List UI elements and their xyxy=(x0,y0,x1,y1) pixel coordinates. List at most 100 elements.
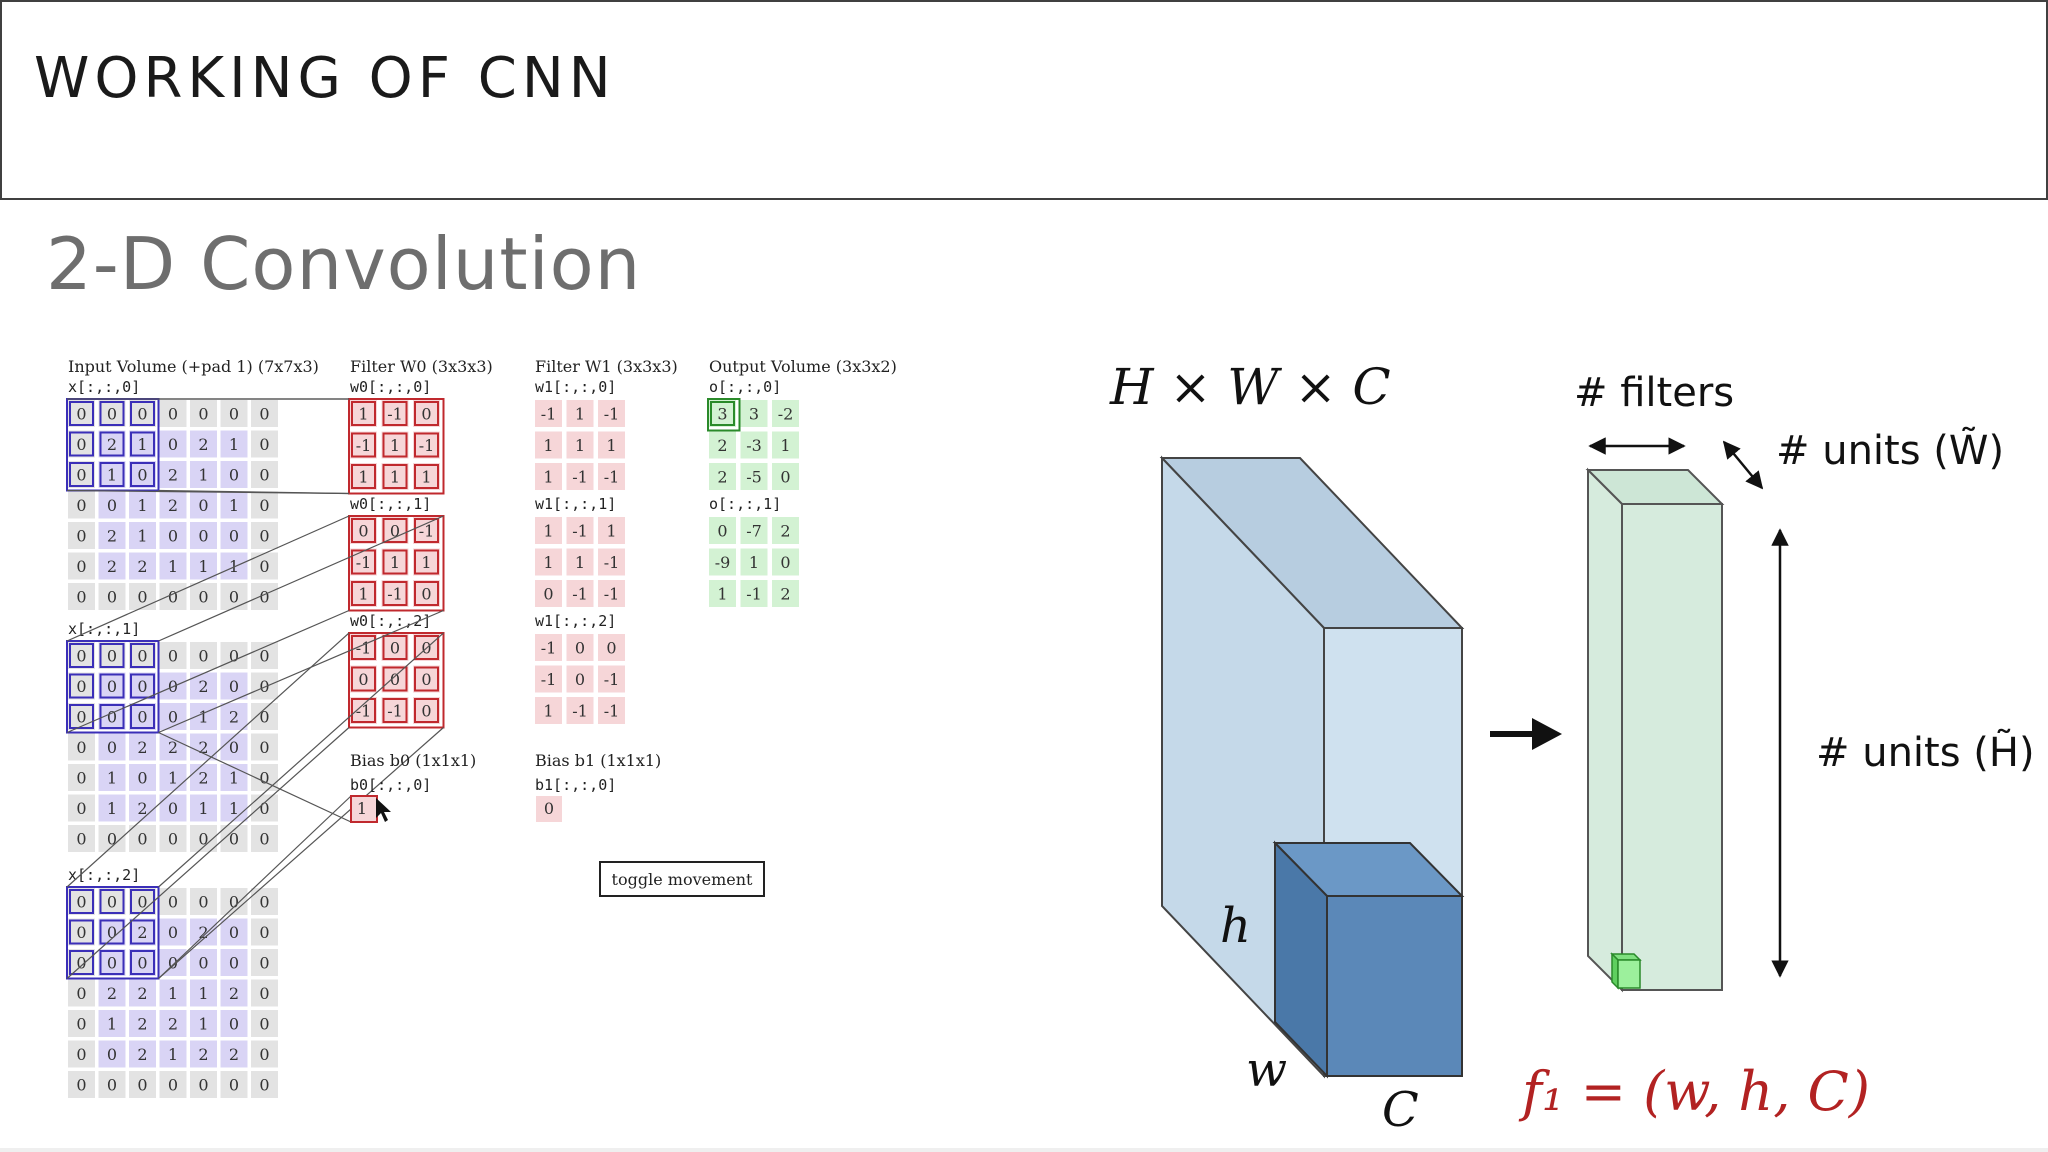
grid-cell-value: 0 xyxy=(76,405,86,424)
grid-cell xyxy=(98,764,126,791)
grid-cell xyxy=(350,463,377,490)
grid-cell xyxy=(413,580,440,607)
grid-cell xyxy=(98,491,126,519)
grid-cell-value: 0 xyxy=(107,923,117,942)
grid-cell xyxy=(68,733,95,761)
grid-cell xyxy=(220,1040,248,1068)
grid-cell xyxy=(535,463,562,490)
bias-b0-name: b0[:,:,0] xyxy=(350,776,431,794)
grid-cell-highlight xyxy=(99,673,125,699)
grid-cell-value: -1 xyxy=(356,553,372,572)
grid-name: w0[:,:,1] xyxy=(350,495,431,513)
grid-cell-highlight xyxy=(99,462,125,487)
grid-cell xyxy=(159,491,187,519)
grid-cell xyxy=(251,794,278,822)
grid-cell-value: 0 xyxy=(259,923,269,942)
grid-cell xyxy=(68,888,95,915)
slide-title-bar: WORKING OF CNN xyxy=(0,0,2048,200)
grid-cell xyxy=(566,697,594,724)
grid-cell xyxy=(98,949,126,976)
grid-cell-value: 0 xyxy=(259,738,269,757)
grid-cell-value: 0 xyxy=(358,522,368,541)
grid-cell xyxy=(413,517,440,544)
connector-line xyxy=(158,727,444,979)
grid-cell-value: 0 xyxy=(76,1015,86,1034)
grid-cell xyxy=(566,400,594,427)
grid-cell xyxy=(740,431,768,459)
grid-cell-value: 1 xyxy=(168,984,178,1003)
grid-cell-highlight xyxy=(69,643,94,668)
grid-cell-value: 1 xyxy=(229,496,239,515)
grid-cell-value: 0 xyxy=(76,557,86,576)
grid-cell xyxy=(381,431,409,459)
grid-cell-value: 2 xyxy=(229,708,239,727)
grid-cell xyxy=(129,979,156,1007)
grid-cell xyxy=(220,672,248,700)
grid-cell-value: 2 xyxy=(137,1015,147,1034)
grid-cell-value: 0 xyxy=(168,588,178,607)
grid-cell-highlight xyxy=(414,401,439,426)
grid-cell xyxy=(413,665,440,693)
grid-cell-value: 0 xyxy=(107,405,117,424)
grid-cell xyxy=(350,580,377,607)
grid-cell-highlight xyxy=(69,462,94,487)
grid-cell xyxy=(220,461,248,488)
grid-cell xyxy=(159,918,187,946)
toggle-movement-button[interactable]: toggle movement xyxy=(599,861,765,897)
grid-cell-value: 0 xyxy=(76,647,86,666)
connector-line xyxy=(66,727,350,979)
grid-cell-value: 0 xyxy=(421,405,431,424)
connector-line xyxy=(66,489,350,495)
grid-cell xyxy=(598,517,625,544)
grid-cell xyxy=(220,552,248,580)
grid-cell-value: 1 xyxy=(198,984,208,1003)
grid-cell xyxy=(566,463,594,490)
bias-b1-value: 0 xyxy=(544,799,554,818)
bias-b1-cell: 0 xyxy=(536,796,562,822)
grid-cell xyxy=(598,400,625,427)
grid-cell-value: 1 xyxy=(717,585,727,604)
grid-cell-value: 1 xyxy=(229,769,239,788)
grid-cell-value: 2 xyxy=(717,468,727,487)
grid-cell-highlight xyxy=(414,464,439,489)
receptive-field-outline xyxy=(348,398,445,495)
grid-cell-value: 0 xyxy=(198,647,208,666)
grid-cell xyxy=(129,430,156,458)
grid-cell-value: 0 xyxy=(259,830,269,849)
grid-cell-value: 0 xyxy=(76,738,86,757)
grid-cell xyxy=(381,548,409,576)
grid-cell xyxy=(159,552,187,580)
grid-cell xyxy=(129,764,156,791)
connector-line xyxy=(66,632,350,888)
grid-cell-value: 0 xyxy=(137,830,147,849)
grid-cell-value: 0 xyxy=(137,769,147,788)
grid-cell xyxy=(381,463,409,490)
grid-cell xyxy=(98,918,126,946)
grid-cell-value: 1 xyxy=(107,1015,117,1034)
grid-cell-value: 0 xyxy=(390,639,400,658)
grid-cell-highlight xyxy=(130,462,155,487)
grid-cell-value: 1 xyxy=(575,553,585,572)
grid-cell-value: -1 xyxy=(387,585,403,604)
grid-cell-value: 0 xyxy=(229,1015,239,1034)
grid-cell-highlight xyxy=(351,581,376,606)
grid-cell-value: -1 xyxy=(604,468,620,487)
grid-cell xyxy=(68,949,95,976)
grid-cell xyxy=(68,764,95,791)
grid-cell-value: -1 xyxy=(746,585,762,604)
grid-cell-value: 0 xyxy=(390,522,400,541)
grid-cell-value: 2 xyxy=(780,585,790,604)
grid-cell-value: 0 xyxy=(107,677,117,696)
grid-name: o[:,:,1] xyxy=(709,495,781,513)
input-dimensions-label: H × W × C xyxy=(1109,358,1391,416)
grid-cell xyxy=(251,430,278,458)
grid-cell xyxy=(190,552,217,580)
grid-cell xyxy=(709,548,736,576)
grid-cell-value: 2 xyxy=(198,769,208,788)
grid-cell-value: -1 xyxy=(604,553,620,572)
grid-cell xyxy=(159,703,187,730)
grid-cell-value: 0 xyxy=(198,1076,208,1095)
grid-cell xyxy=(129,918,156,946)
grid-cell xyxy=(68,491,95,519)
